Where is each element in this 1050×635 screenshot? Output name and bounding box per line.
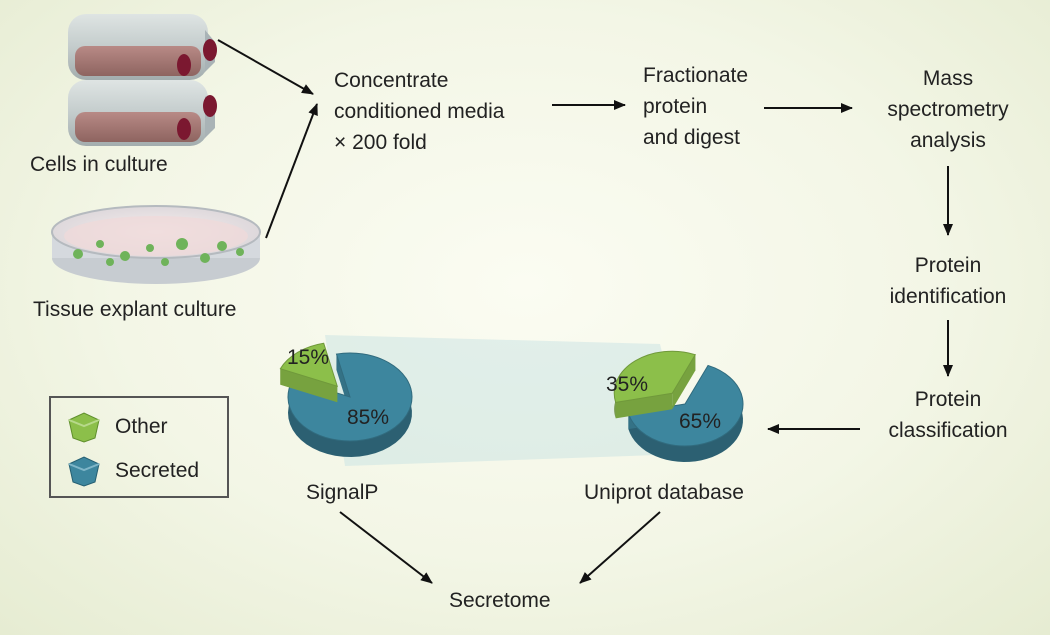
arrow-uniprot-to-secretome	[579, 511, 661, 584]
label-protein-classification: Protein classification	[888, 388, 1008, 442]
pie-signalp-secreted-label: 85%	[347, 406, 389, 429]
pie-uniprot-secreted-label: 65%	[679, 410, 721, 433]
label-secretome: Secretome	[449, 589, 551, 612]
legend-item-secreted: Secreted	[65, 454, 199, 488]
legend-item-other: Other	[65, 410, 168, 444]
label-cells-in-culture: Cells in culture	[30, 153, 168, 176]
pie-slice-other-face-0	[280, 368, 338, 403]
pie-slice-other	[279, 342, 339, 387]
pie-chart-signalp	[279, 342, 413, 457]
pie-slice-secreted	[627, 364, 744, 447]
label-protein-identification: Protein identification	[889, 254, 1007, 308]
arrow-tissue-to-concentrate	[265, 103, 318, 239]
secreted-swatch-icon	[68, 456, 100, 487]
pie-connector-band	[325, 335, 686, 466]
pie-uniprot-other-label: 35%	[606, 373, 648, 396]
pie-slice-other	[613, 350, 697, 403]
label-tissue-explant: Tissue explant culture	[33, 298, 237, 321]
petri-dish-icon	[51, 205, 261, 284]
label-concentrate: Concentrate conditioned media × 200 fold	[334, 69, 505, 154]
pie-signalp-other-label: 15%	[287, 346, 329, 369]
pie-slice-other-face-0	[615, 393, 673, 419]
label-mass-spectrometry: Mass spectrometry analysis	[887, 67, 1009, 152]
pie-slice-other-face-1	[672, 354, 696, 410]
pie-slice-secreted	[287, 352, 413, 442]
legend-other-label: Other	[115, 415, 168, 438]
pie-chart-uniprot	[613, 350, 744, 462]
arrow-signalp-to-secretome	[339, 511, 433, 584]
other-swatch-icon	[68, 412, 100, 443]
label-fractionate: Fractionate protein and digest	[643, 64, 749, 149]
flask-icon	[68, 14, 217, 80]
legend: Other Secreted	[49, 396, 229, 498]
label-signalp: SignalP	[306, 481, 379, 504]
arrow-cells-to-concentrate	[217, 39, 314, 95]
flask-icon	[68, 80, 217, 146]
label-uniprot: Uniprot database	[584, 481, 744, 504]
legend-secreted-label: Secreted	[115, 459, 200, 482]
